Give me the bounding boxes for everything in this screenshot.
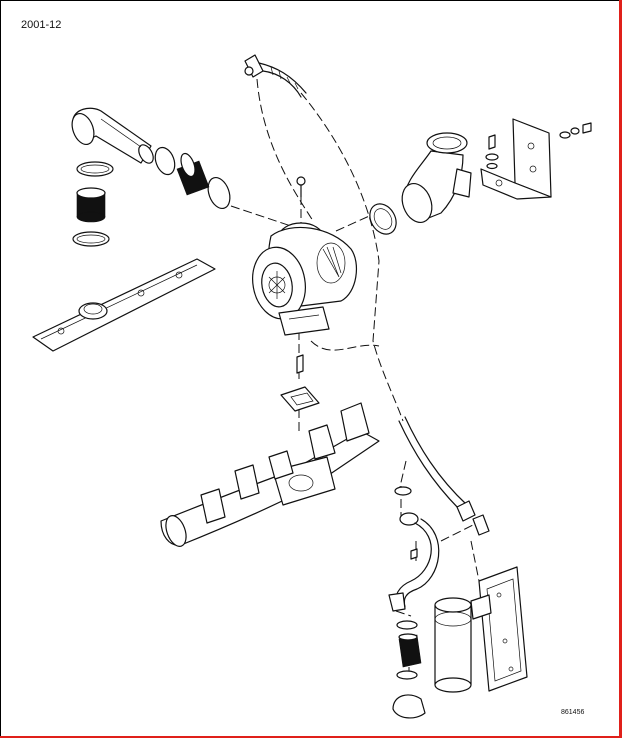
intake-elbow-pipe — [71, 107, 154, 164]
turbocharger — [252, 176, 358, 336]
figure-number-label: 861456 — [561, 709, 585, 716]
mounting-bracket — [480, 118, 592, 200]
right-border-accent — [619, 0, 622, 738]
turbo-outlet-elbow — [369, 132, 472, 235]
hose-clamp-set-left — [72, 146, 231, 247]
oil-return-tube — [388, 512, 440, 612]
oil-drain-tube — [394, 416, 490, 536]
bottom-border-accent — [0, 736, 622, 738]
valve-cover-gasket — [32, 258, 216, 352]
hose-clamp-set-lower — [392, 620, 426, 719]
revision-date-label: 2001-12 — [21, 19, 62, 31]
turbo-mounting-gasket — [280, 354, 320, 412]
exhaust-manifold — [160, 402, 380, 547]
oil-supply-hose — [244, 54, 307, 98]
oil-cooler-housing — [434, 566, 528, 693]
